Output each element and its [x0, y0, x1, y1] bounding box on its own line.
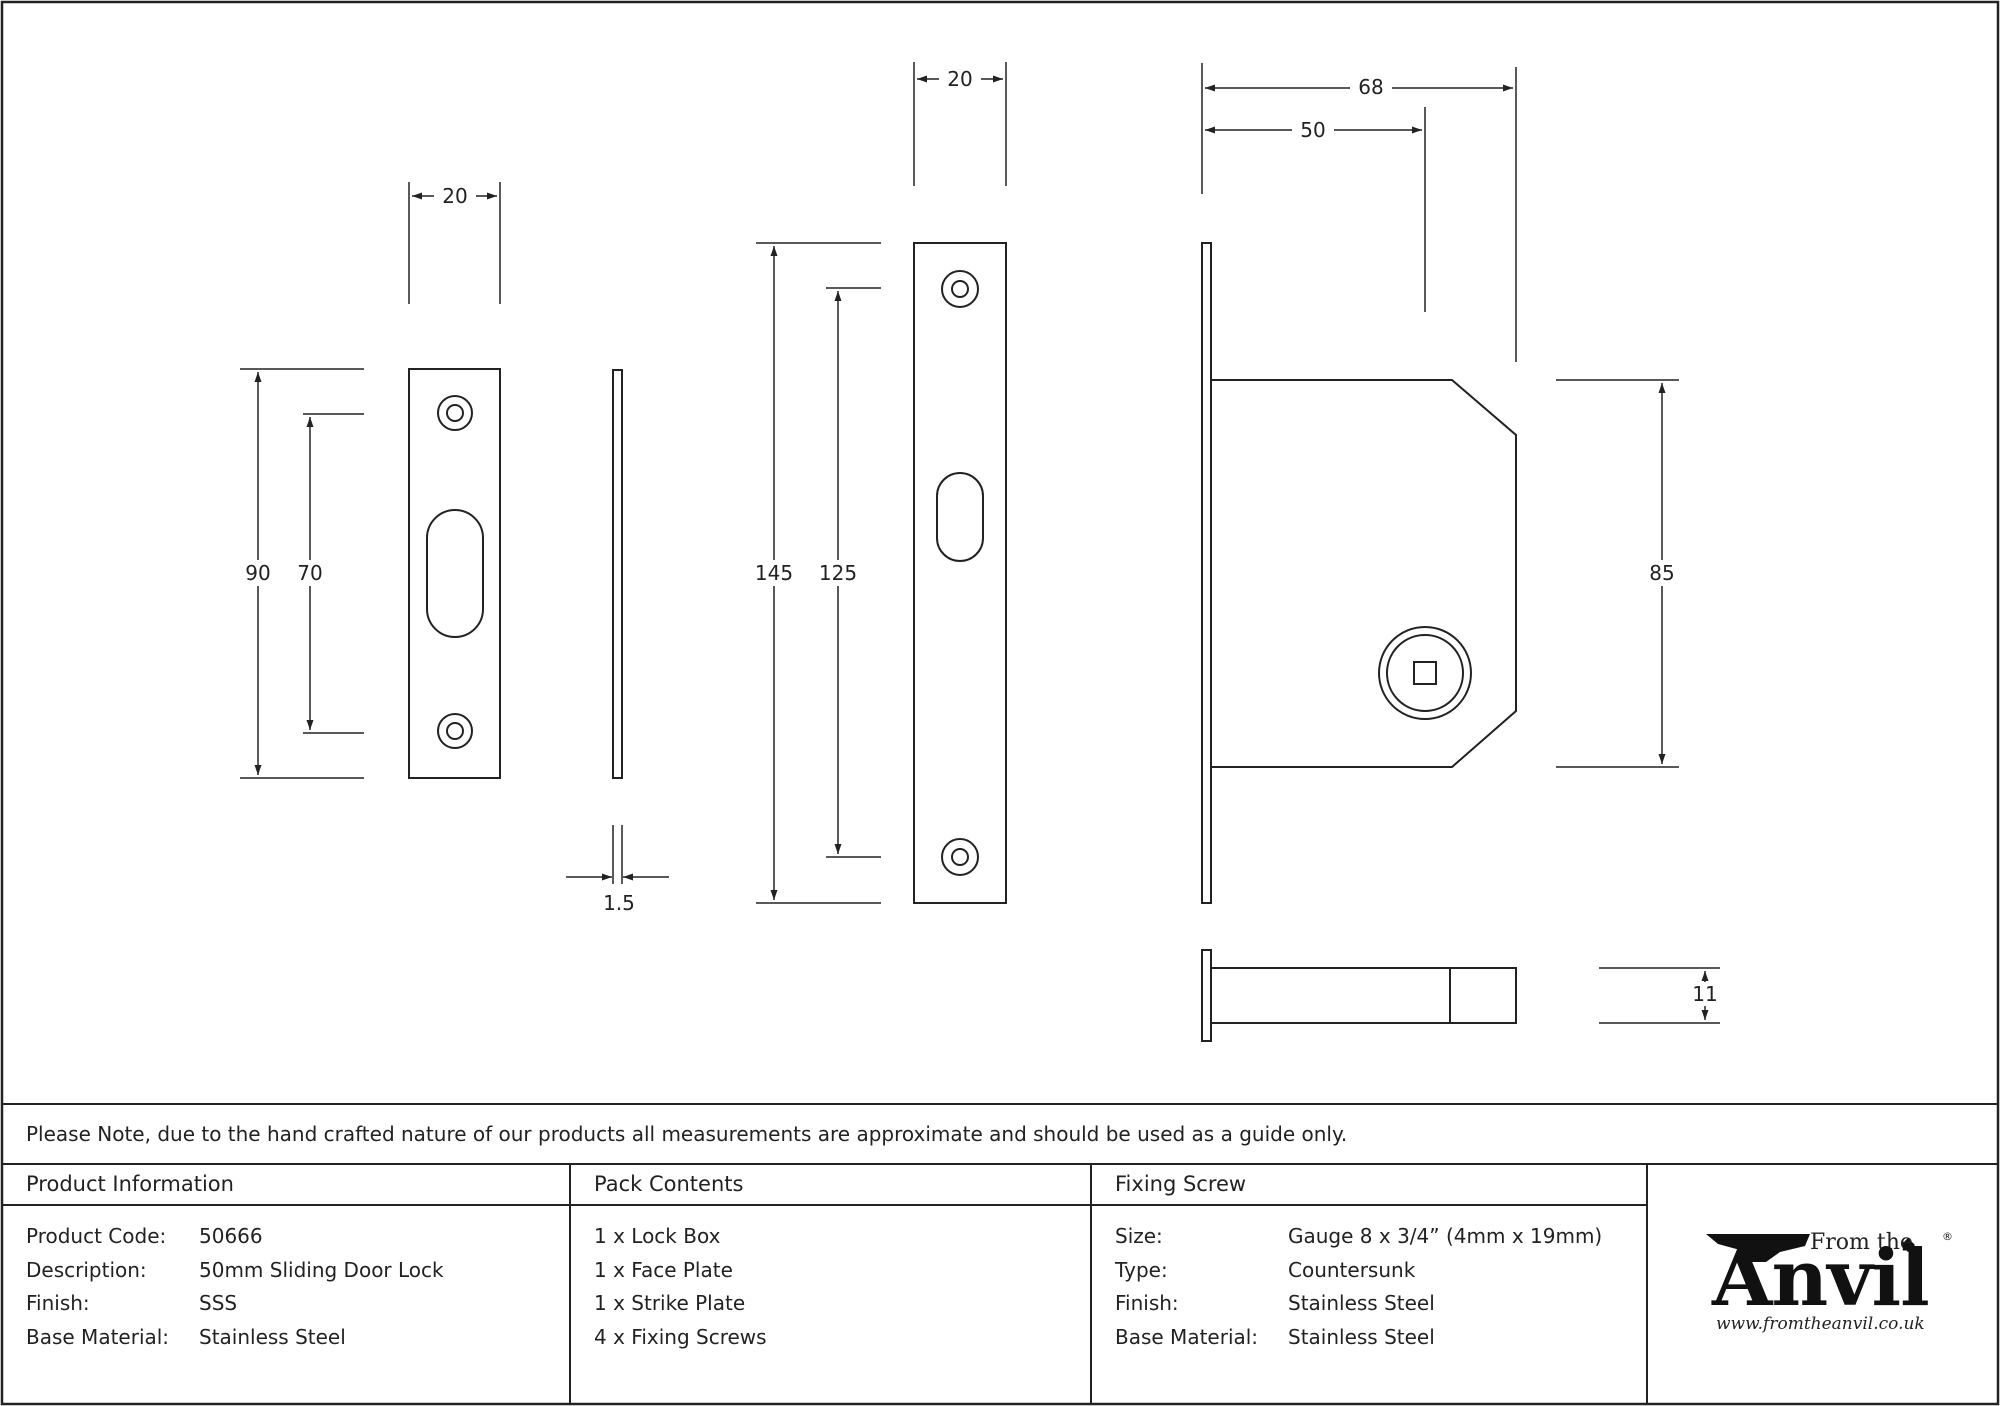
screw-type-label: Type: [1115, 1258, 1168, 1282]
disclaimer-note: Please Note, due to the hand crafted nat… [26, 1122, 1348, 1146]
strike-screw-hole-top-inner [446, 404, 464, 422]
finish-label: Finish: [26, 1291, 90, 1315]
lock-follower-outer [1378, 626, 1472, 720]
lock-case-dimensions [1201, 63, 1679, 768]
dim-case-overall-depth: 68 [1358, 75, 1383, 99]
lock-spindle-square [1413, 661, 1437, 685]
product-info-heading: Product Information [26, 1172, 234, 1196]
finish-value: SSS [199, 1291, 238, 1315]
lock-follower-inner [1386, 634, 1464, 712]
product-code-label: Product Code: [26, 1224, 167, 1248]
face-screw-hole-top [941, 270, 979, 308]
dim-strike-height: 90 [245, 561, 270, 585]
diamond-icon [1901, 1238, 1915, 1252]
face-plate-group [913, 242, 1007, 904]
strike-screw-hole-bottom [437, 713, 473, 749]
dim-face-screw-centres: 125 [819, 561, 857, 585]
strike-thickness-dimension [566, 825, 669, 884]
strike-slot [426, 509, 484, 638]
strike-plate-side [612, 369, 623, 779]
lock-case-top-group [1201, 949, 1517, 1042]
pack-item: 4 x Fixing Screws [594, 1325, 767, 1349]
face-screw-hole-bottom-inner [951, 848, 969, 866]
dim-strike-screw-centres: 70 [297, 561, 322, 585]
lock-case-body [1211, 379, 1517, 768]
strike-screw-hole-bottom-inner [446, 722, 464, 740]
base-material-label: Base Material: [26, 1325, 170, 1349]
screw-size-value: Gauge 8 x 3/4” (4mm x 19mm) [1288, 1224, 1603, 1248]
face-plate [913, 242, 1007, 904]
product-code-value: 50666 [199, 1224, 263, 1248]
logo-url: www.fromtheanvil.co.uk [1716, 1314, 1925, 1334]
dim-backset: 50 [1300, 118, 1325, 142]
logo-brand: Anvil [1712, 1233, 1930, 1324]
screw-material-label: Base Material: [1115, 1325, 1259, 1349]
logo-registered-mark: ® [1942, 1230, 1953, 1243]
strike-dimensions [240, 182, 501, 779]
description-value: 50mm Sliding Door Lock [199, 1258, 444, 1282]
screw-size-label: Size: [1115, 1224, 1163, 1248]
screw-finish-value: Stainless Steel [1288, 1291, 1435, 1315]
face-screw-hole-top-inner [951, 280, 969, 298]
pack-contents-heading: Pack Contents [594, 1172, 744, 1196]
face-slot [936, 472, 984, 562]
lock-forend [1201, 242, 1212, 904]
logo-from-text: From the [1810, 1230, 1913, 1255]
pack-item: 1 x Lock Box [594, 1224, 721, 1248]
fixing-screw-heading: Fixing Screw [1115, 1172, 1247, 1196]
face-screw-hole-bottom [941, 838, 979, 876]
dim-face-height: 145 [755, 561, 793, 585]
dim-case-thickness: 11 [1692, 982, 1717, 1006]
strike-plate-group [408, 368, 501, 779]
description-label: Description: [26, 1258, 147, 1282]
pack-item: 1 x Strike Plate [594, 1291, 746, 1315]
dim-face-width: 20 [947, 67, 972, 91]
screw-finish-label: Finish: [1115, 1291, 1179, 1315]
dim-strike-thickness: 1.5 [603, 891, 635, 915]
info-table-lines [2, 1103, 1998, 1404]
anvil-logo-icon [1706, 1234, 1810, 1262]
face-dimensions [756, 62, 1007, 904]
screw-type-value: Countersunk [1288, 1258, 1416, 1282]
strike-screw-hole-top [437, 395, 473, 431]
pack-item: 1 x Face Plate [594, 1258, 733, 1282]
dim-strike-width: 20 [442, 184, 467, 208]
strike-plate [408, 368, 501, 779]
base-material-value: Stainless Steel [199, 1325, 346, 1349]
lock-case-top [1210, 967, 1517, 1024]
dim-case-height: 85 [1649, 561, 1674, 585]
screw-material-value: Stainless Steel [1288, 1325, 1435, 1349]
lock-forend-top [1201, 949, 1212, 1042]
lock-case-group [1201, 242, 1517, 904]
